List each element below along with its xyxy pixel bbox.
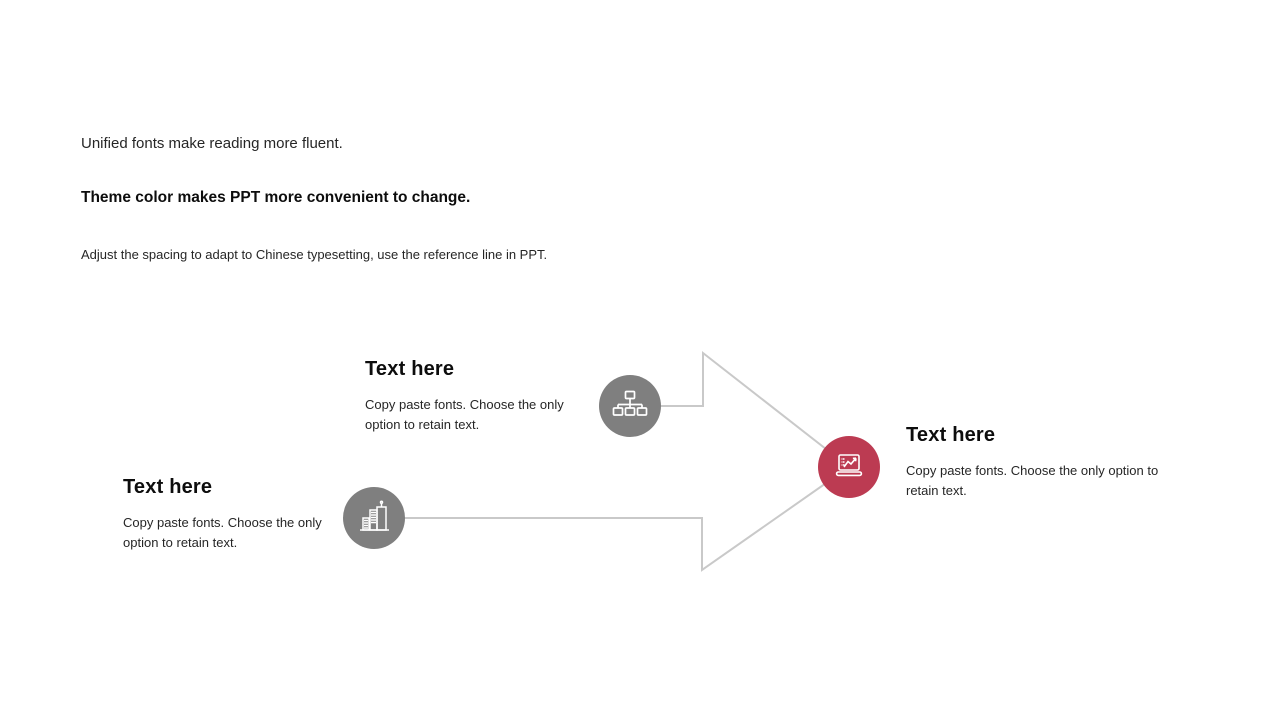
item-body: Copy paste fonts. Choose the only option… (365, 397, 564, 432)
org-chart-glyph (612, 390, 648, 416)
item-body: Copy paste fonts. Choose the only option… (906, 463, 1159, 498)
item-title: Text here (123, 476, 213, 498)
laptop-glyph (835, 454, 863, 477)
laptop-circle (818, 436, 880, 498)
laptop-chart-icon (818, 436, 880, 498)
item-card-org-chart: Text here Copy paste fonts. Choose the o… (365, 358, 575, 434)
connector-bottom-path (374, 466, 850, 572)
building-glyph (360, 500, 389, 531)
item-card-building: Text here Copy paste fonts. Choose the o… (123, 476, 333, 552)
item-card-result: Text here Copy paste fonts. Choose the o… (906, 424, 1168, 500)
connector-top-path (630, 350, 850, 468)
intro-paragraph: Adjust the spacing to adapt to Chinese t… (81, 247, 548, 262)
building-icon (343, 487, 405, 549)
item-body: Copy paste fonts. Choose the only option… (123, 515, 322, 550)
intro-line-regular: Unified fonts make reading more fluent. (81, 135, 343, 152)
item-title: Text here (365, 358, 455, 380)
item-title: Text here (906, 424, 996, 446)
intro-line-bold: Theme color makes PPT more convenient to… (81, 189, 471, 206)
org-chart-icon (599, 375, 661, 437)
